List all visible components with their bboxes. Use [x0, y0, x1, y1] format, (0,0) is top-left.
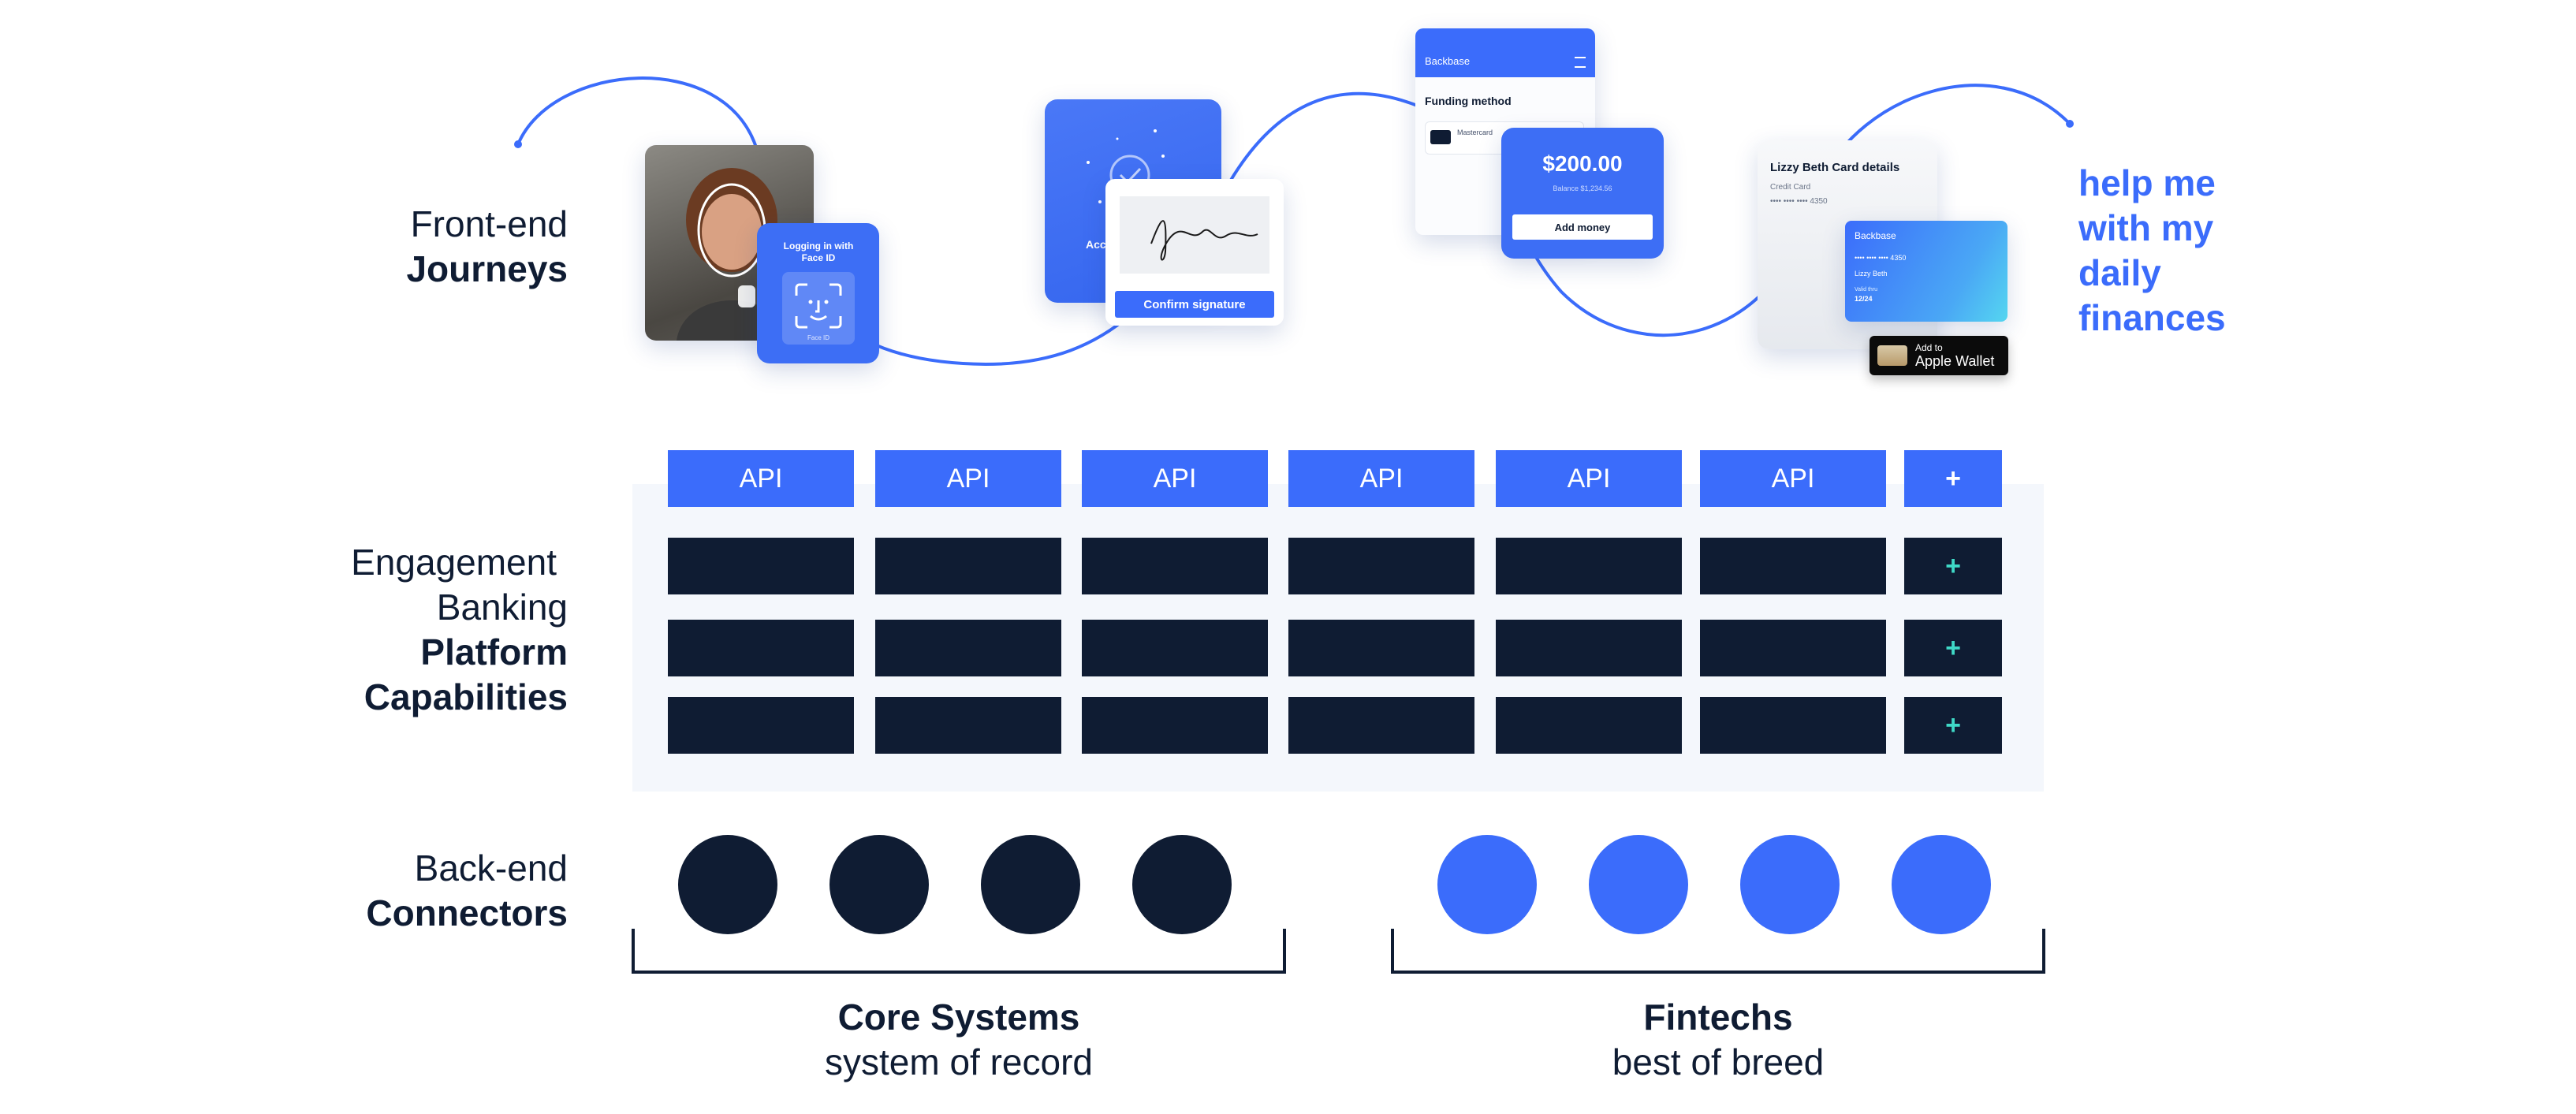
- menu-icon[interactable]: [1575, 57, 1586, 68]
- capability-r1-c5: [1496, 538, 1682, 594]
- core-connector-2: [829, 835, 929, 934]
- confirm-signature-button[interactable]: Confirm signature: [1115, 291, 1274, 318]
- fintech-connector-1: [1437, 835, 1537, 934]
- backend-connectors-label: Back-end Connectors: [366, 846, 568, 936]
- faceid-card: Logging in with Face ID Face ID: [757, 223, 879, 363]
- api-add-block[interactable]: +: [1904, 450, 2002, 507]
- capability-r3-c2: [875, 697, 1061, 754]
- core-systems-group: Core Systems system of record: [722, 995, 1195, 1085]
- capability-r3-c3: [1082, 697, 1268, 754]
- core-connector-4: [1132, 835, 1232, 934]
- wallet-line2: Apple Wallet: [1915, 353, 1995, 369]
- core-systems-title: Core Systems: [837, 997, 1080, 1038]
- curve-start-dot: [514, 140, 522, 148]
- faceid-title: Logging in with Face ID: [783, 240, 854, 263]
- core-bracket: [632, 929, 1286, 974]
- wallet-line1: Add to: [1915, 342, 1943, 353]
- apple-wallet-button[interactable]: Add to Apple Wallet: [1870, 336, 2008, 375]
- capability-r1-c1: [668, 538, 854, 594]
- fintechs-title: Fintechs: [1643, 997, 1793, 1038]
- fintech-bracket: [1391, 929, 2045, 974]
- tagline-line-4: finances: [2078, 297, 2226, 338]
- funding-card-name: Mastercard: [1457, 129, 1493, 136]
- core-connector-3: [981, 835, 1080, 934]
- card-details-number: •••• •••• •••• 4350: [1770, 197, 1828, 206]
- add-money-card: $200.00 Balance $1,234.56 Add money: [1501, 128, 1664, 259]
- add-money-button[interactable]: Add money: [1512, 214, 1653, 240]
- fintech-connector-2: [1589, 835, 1688, 934]
- capability-r2-c2: [875, 620, 1061, 676]
- capabilities-label: Capabilities: [363, 676, 568, 717]
- funding-title: Funding method: [1425, 95, 1512, 107]
- signature-card: Confirm signature: [1105, 179, 1284, 326]
- api-block-5[interactable]: API: [1496, 450, 1682, 507]
- card-details-title: Lizzy Beth Card details: [1770, 161, 1900, 174]
- capability-r2-c5: [1496, 620, 1682, 676]
- capability-r2-add[interactable]: +: [1904, 620, 2002, 676]
- capability-r3-c1: [668, 697, 854, 754]
- frontend-journeys-label: Front-end Journeys: [406, 202, 568, 292]
- capability-r3-c4: [1288, 697, 1474, 754]
- api-block-4[interactable]: API: [1288, 450, 1474, 507]
- engagement-label: Engagement: [351, 542, 557, 583]
- journeys-label: Journeys: [406, 248, 568, 289]
- frontend-label: Front-end: [410, 203, 568, 244]
- backend-label: Back-end: [414, 848, 568, 889]
- bank-card-exp-label: Valid thru: [1855, 287, 1878, 292]
- api-block-3[interactable]: API: [1082, 450, 1268, 507]
- capability-r3-c5: [1496, 697, 1682, 754]
- amount-value: $200.00: [1542, 151, 1623, 176]
- api-block-1[interactable]: API: [668, 450, 854, 507]
- tagline-line-2: with my: [2078, 207, 2214, 248]
- fintechs-group: Fintechs best of breed: [1482, 995, 1955, 1085]
- wallet-icon: [1877, 345, 1907, 366]
- funding-header: Backbase: [1415, 28, 1595, 77]
- bank-card-brand: Backbase: [1855, 230, 1896, 241]
- face-id-icon: [795, 283, 842, 329]
- bank-card-name: Lizzy Beth: [1855, 270, 1888, 278]
- api-block-2[interactable]: API: [875, 450, 1061, 507]
- bank-card-exp: 12/24: [1855, 295, 1873, 303]
- capability-r1-add[interactable]: +: [1904, 538, 2002, 594]
- capability-r1-c6: [1700, 538, 1886, 594]
- core-systems-subtitle: system of record: [825, 1041, 1093, 1082]
- curve-end-dot: [2066, 120, 2074, 128]
- capability-r1-c4: [1288, 538, 1474, 594]
- banking-label: Banking: [436, 587, 568, 628]
- capability-r2-c4: [1288, 620, 1474, 676]
- connectors-label: Connectors: [366, 892, 568, 933]
- faceid-caption: Face ID: [807, 334, 829, 341]
- bank-card-number: •••• •••• •••• 4350: [1855, 254, 1907, 262]
- amount-subtext: Balance $1,234.56: [1553, 184, 1612, 192]
- capability-r1-c2: [875, 538, 1061, 594]
- core-connector-1: [678, 835, 777, 934]
- card-details-type: Credit Card: [1770, 183, 1811, 192]
- capability-r3-c6: [1700, 697, 1886, 754]
- tagline-line-1: help me: [2078, 162, 2216, 203]
- capability-r2-c1: [668, 620, 854, 676]
- mastercard-icon: [1430, 130, 1451, 144]
- capability-r2-c6: [1700, 620, 1886, 676]
- tagline: help me with my daily finances: [2078, 161, 2226, 341]
- fintech-connector-3: [1740, 835, 1840, 934]
- signature-scribble: [1150, 220, 1258, 261]
- signature-area: [1120, 196, 1269, 274]
- api-block-6[interactable]: API: [1700, 450, 1886, 507]
- confirmation-card-text: Acc: [1086, 238, 1106, 251]
- portrait-illustration: [677, 168, 791, 341]
- tagline-line-3: daily: [2078, 252, 2161, 293]
- fintechs-subtitle: best of breed: [1612, 1041, 1825, 1082]
- fintech-connector-4: [1892, 835, 1991, 934]
- capability-r1-c3: [1082, 538, 1268, 594]
- faceid-frame: Face ID: [782, 272, 855, 345]
- bank-card: Backbase •••• •••• •••• 4350 Lizzy Beth …: [1845, 221, 2007, 322]
- capability-r3-add[interactable]: +: [1904, 697, 2002, 754]
- capability-r2-c3: [1082, 620, 1268, 676]
- funding-brand: Backbase: [1425, 55, 1471, 67]
- platform-label: Platform: [420, 632, 568, 672]
- platform-capabilities-label: Engagement Banking Platform Capabilities: [351, 540, 568, 720]
